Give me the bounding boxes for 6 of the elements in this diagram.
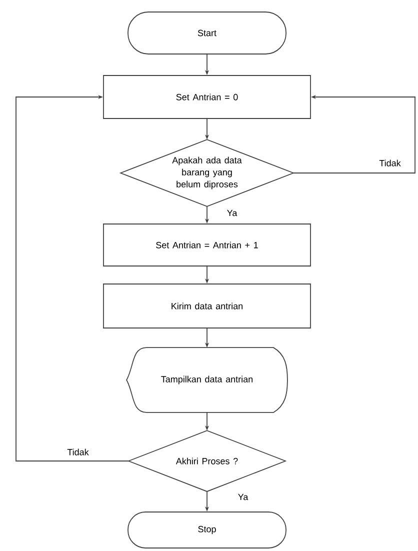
- edge-label: Tidak: [66, 448, 90, 456]
- process-box: Set Antrian = 0: [103, 75, 311, 119]
- edge-label: Tidak: [378, 158, 402, 168]
- arrow: [16, 94, 129, 462]
- process-box: Set Antrian = Antrian + 1: [103, 224, 311, 266]
- process-box: Kirim data antrian: [103, 284, 311, 328]
